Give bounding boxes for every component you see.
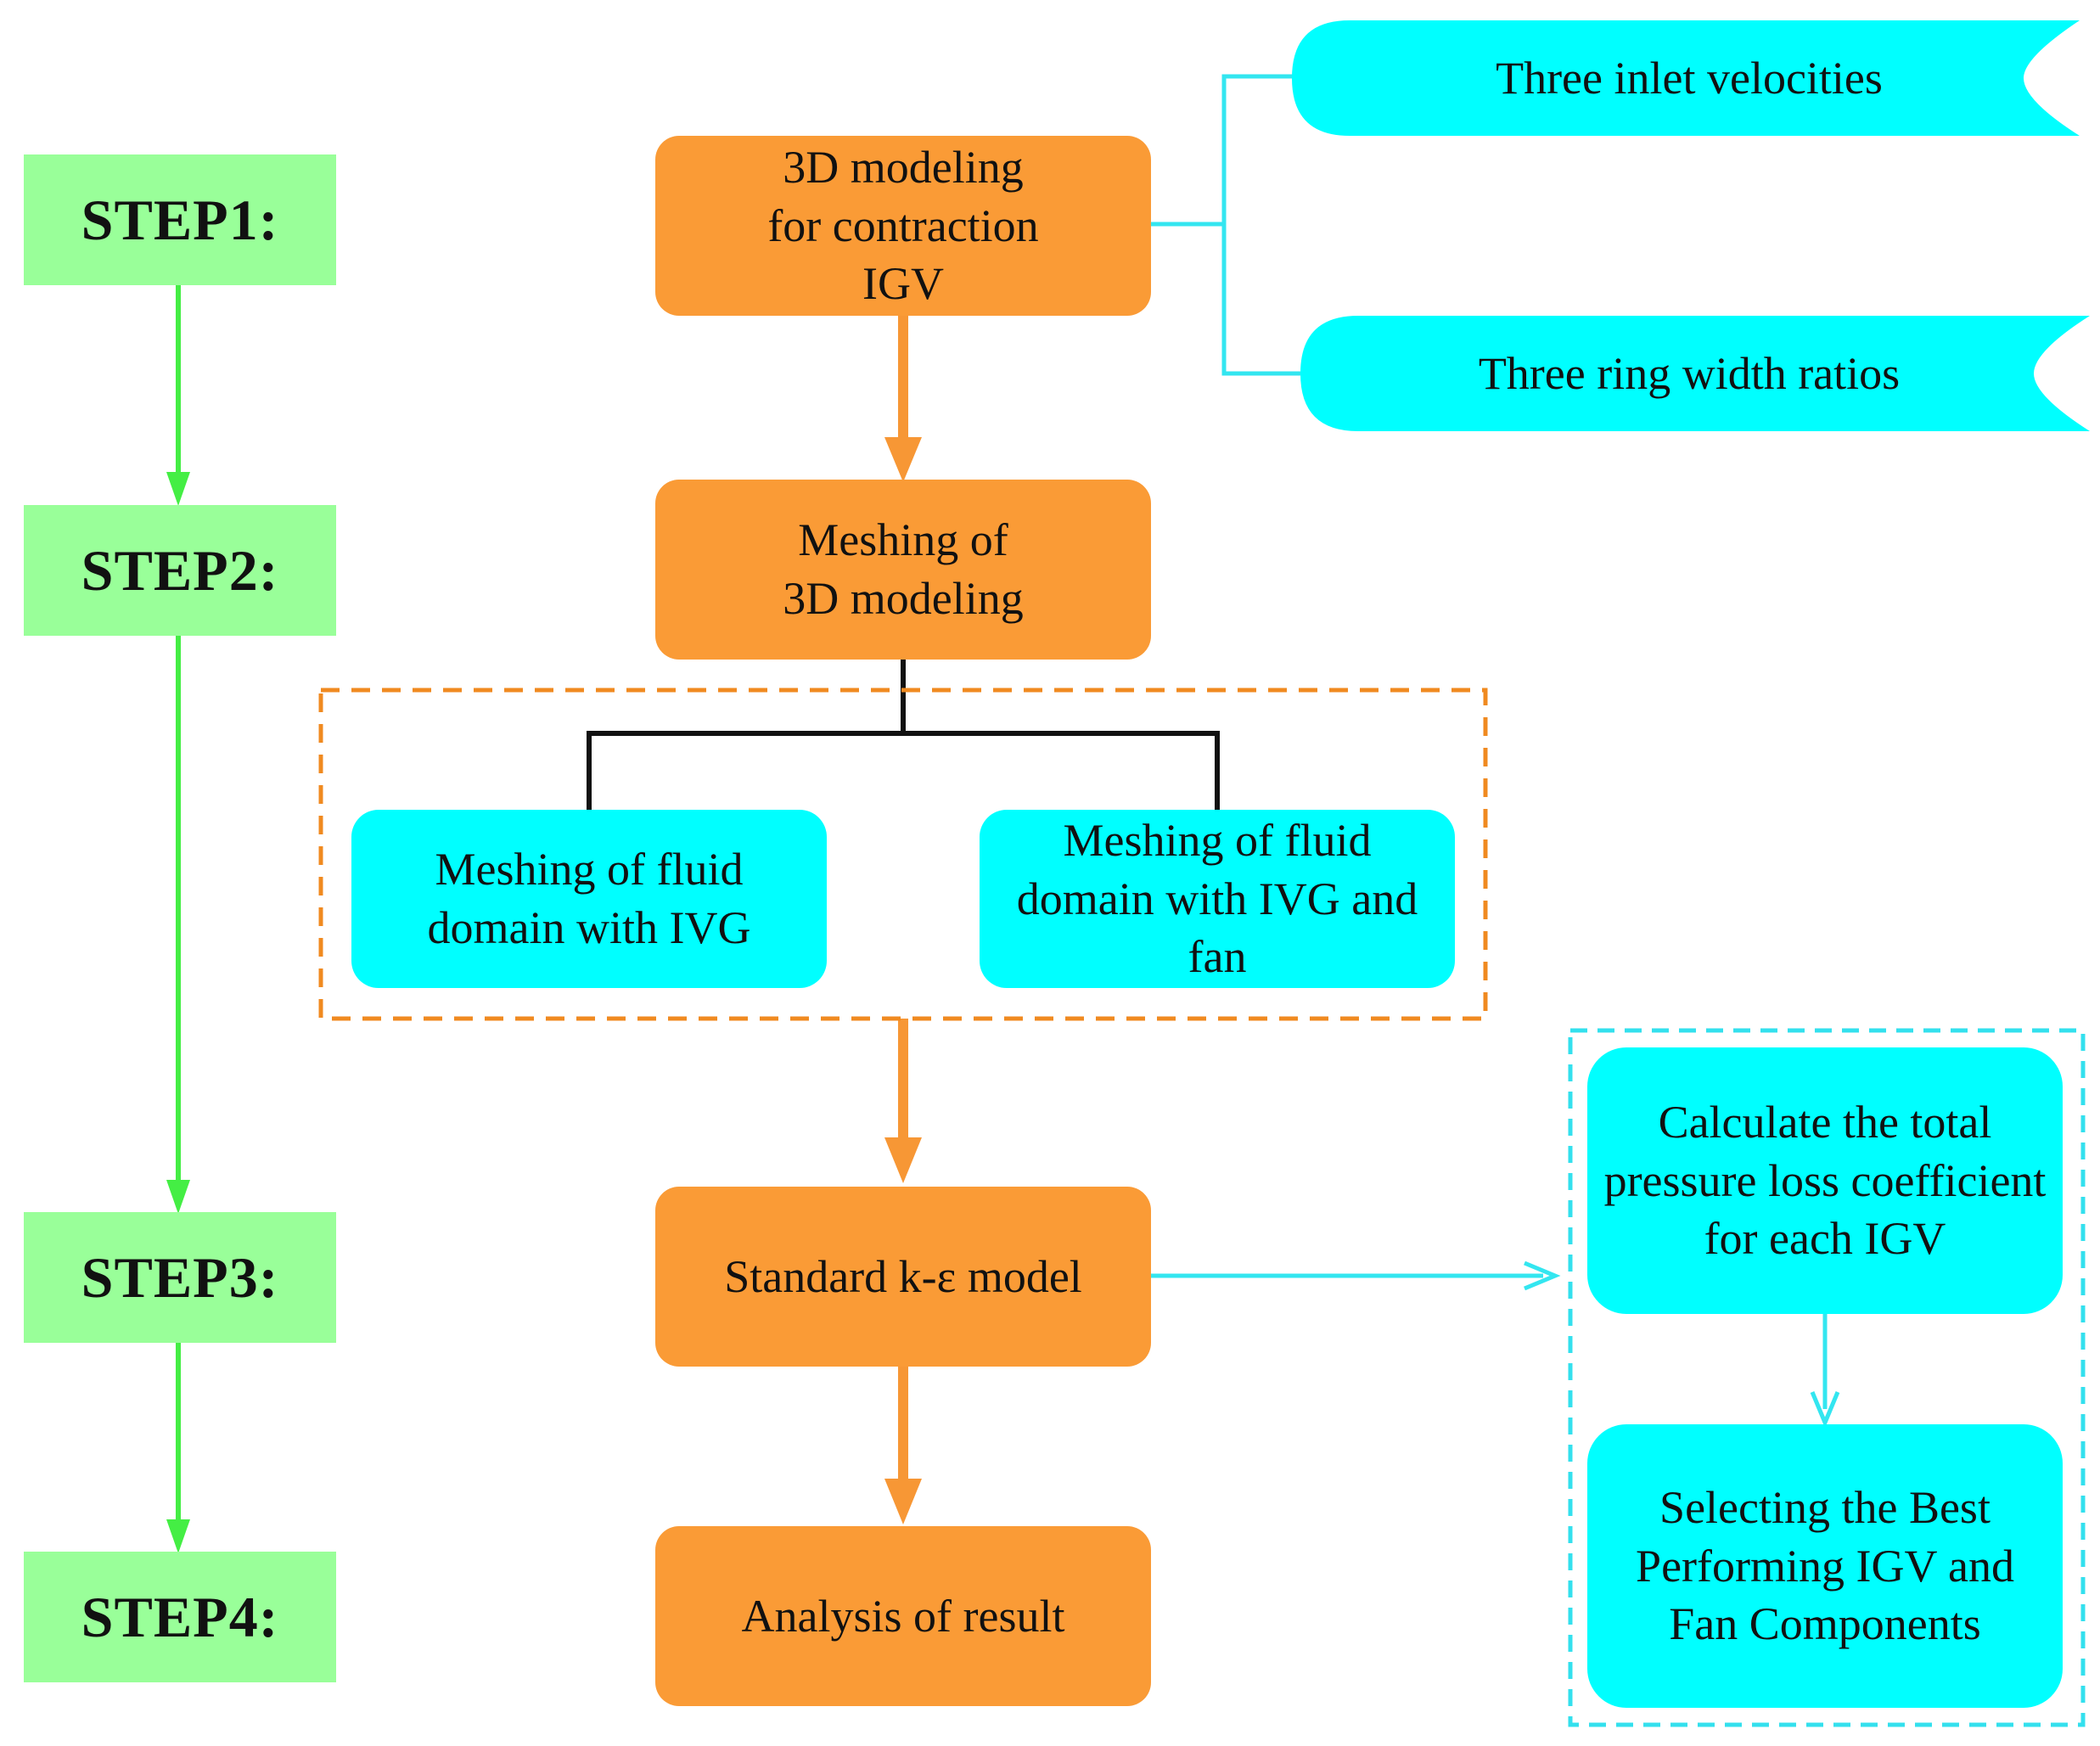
mesh-options-group: [318, 688, 1488, 1021]
outcomes-group: [1568, 1028, 2086, 1727]
mesh-group-to-model-arrowhead: [884, 1137, 922, 1183]
step2-to-step3-arrowhead: [166, 1180, 190, 1214]
velocities-label: Three inlet velocities: [1496, 53, 1883, 104]
select-box: Selecting the Best Performing IGV and Fa…: [1587, 1424, 2063, 1708]
mesh-igv-fan-box: Meshing of fluid domain with IVG and fan: [980, 810, 1455, 988]
modeling-box: 3D modeling for contraction IGV: [655, 136, 1151, 316]
calculate-to-select-arrowhead: [1810, 1391, 1840, 1429]
step3-to-step4-arrowhead: [166, 1519, 190, 1553]
mesh-branch-left: [587, 731, 1220, 811]
parameter-bracket: [1151, 74, 1300, 376]
mesh-branch-lines: [587, 658, 1220, 811]
model-box: Standard k-ε model: [655, 1187, 1151, 1367]
process-arrows: [884, 316, 922, 1524]
step1-to-step2-arrowhead: [166, 472, 190, 506]
step-1-label: STEP1:: [24, 154, 336, 285]
model-to-outcomes-arrowhead: [1524, 1260, 1561, 1291]
meshing-box: Meshing of 3D modeling: [655, 480, 1151, 660]
modeling-to-meshing-arrowhead: [884, 437, 922, 482]
step-4-label: STEP4:: [24, 1552, 336, 1682]
model-to-analysis-arrowhead: [884, 1479, 922, 1524]
bracket-vertical: [1221, 74, 1300, 376]
mesh-igv-box: Meshing of fluid domain with IVG: [351, 810, 827, 988]
step-3-label: STEP3:: [24, 1212, 336, 1343]
velocities-flag: [1292, 20, 2080, 136]
calculate-box: Calculate the total pressure loss coeffi…: [1587, 1047, 2063, 1314]
ratios-label: Three ring width ratios: [1478, 348, 1901, 399]
analysis-box: Analysis of result: [655, 1526, 1151, 1706]
step-2-label: STEP2:: [24, 505, 336, 636]
step-arrows: [166, 280, 190, 1553]
ratios-flag: [1300, 316, 2090, 431]
